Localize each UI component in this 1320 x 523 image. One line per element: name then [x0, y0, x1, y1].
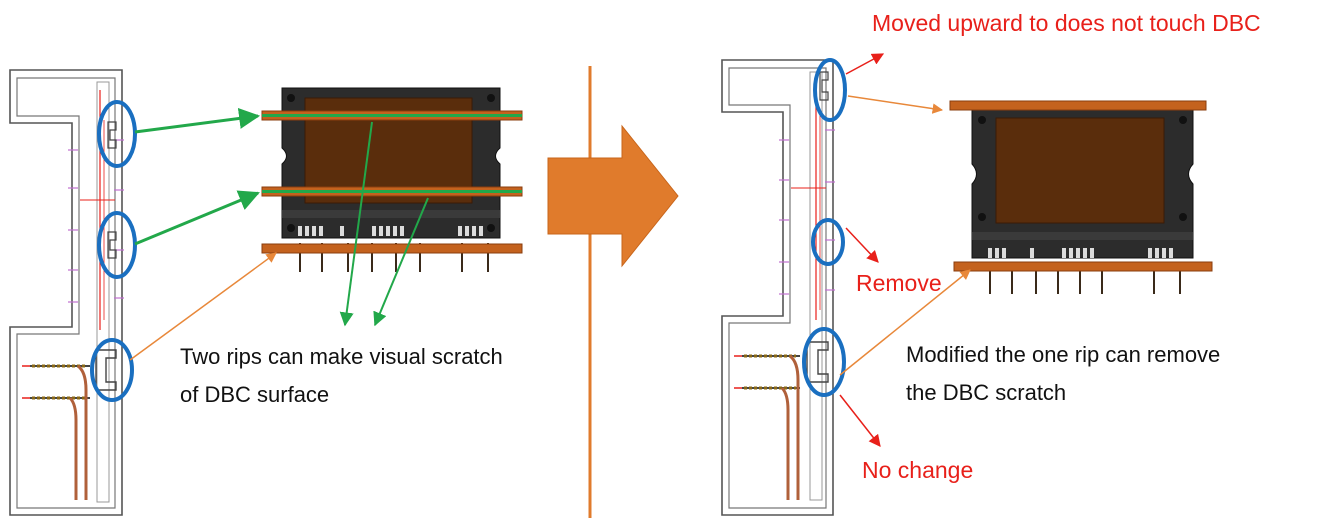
rip-highlight-middle-after	[811, 218, 845, 266]
rip-highlight-lower-after	[802, 327, 846, 397]
rip-highlight-middle-before	[97, 211, 137, 279]
pointer-arrows-before	[129, 108, 429, 361]
rip-highlight-upper-after	[813, 58, 847, 122]
note-no-change: No change	[862, 457, 974, 483]
note-remove: Remove	[856, 270, 942, 296]
caption-after-line1: Modified the one rip can remove	[906, 342, 1221, 367]
power-module-before	[261, 87, 523, 272]
note-moved-upward: Moved upward to does not touch DBC	[872, 10, 1261, 36]
rip-highlight-lower-before	[90, 338, 134, 402]
caption-before-line1: Two rips can make visual scratch	[180, 344, 503, 369]
caption-before-line2: of DBC surface	[180, 382, 330, 407]
transition-arrow	[547, 124, 679, 268]
housing-before	[9, 69, 124, 516]
caption-after-line2: the DBC scratch	[906, 380, 1067, 405]
housing-after	[721, 59, 835, 516]
power-module-after	[949, 100, 1213, 294]
pointer-arrows-after	[839, 53, 971, 447]
rip-highlight-upper-before	[97, 100, 137, 168]
